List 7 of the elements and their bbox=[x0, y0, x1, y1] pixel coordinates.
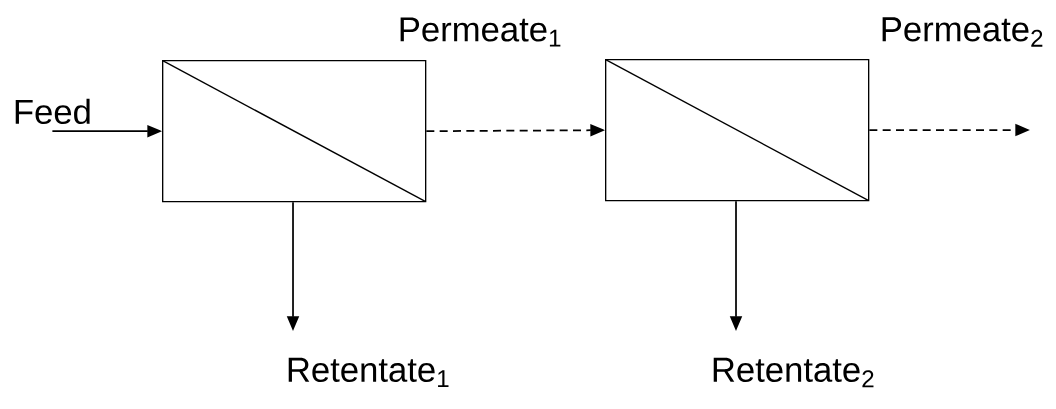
stream-label: Retentate$_{2}$ bbox=[713, 357, 874, 388]
stream-label: Feed bbox=[15, 98, 90, 125]
stream-label: Retentate$_{1}$ bbox=[288, 357, 449, 387]
edge-label: Permeate$_{1}$ bbox=[396, 16, 564, 48]
edge-label: Permeate$_{2}$ bbox=[878, 16, 1046, 48]
membrane-module bbox=[605, 59, 870, 202]
membrane-module bbox=[162, 60, 427, 203]
